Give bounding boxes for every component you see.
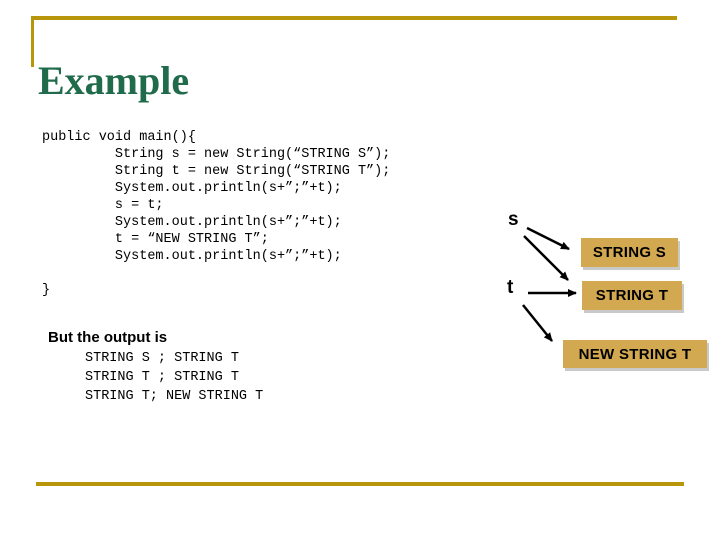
output-block: STRING S ; STRING T STRING T ; STRING T … [85,351,264,404]
pointer-arrows [522,226,577,342]
code-block: public void main(){ String s = new Strin… [42,130,391,298]
arrow-s-to-string-t [523,235,569,281]
footer-rule [36,482,684,486]
title-left-rule [31,16,34,67]
pointer-label-t: t [507,277,514,298]
memory-box-label: STRING T [595,287,669,304]
slide-title: Example [38,57,190,103]
memory-box-label: NEW STRING T [578,345,692,363]
memory-box-new-string-t: NEW STRING T [563,340,707,368]
memory-box-string-t: STRING T [582,281,682,310]
memory-box-label: STRING S [592,244,667,261]
arrow-s-to-string-s [526,226,570,251]
memory-box-string-s: STRING S [581,238,678,267]
output-heading: But the output is [48,329,168,346]
title-top-rule [31,16,677,20]
arrow-t-to-new-string-t [522,304,553,342]
pointer-label-s: s [508,209,519,230]
